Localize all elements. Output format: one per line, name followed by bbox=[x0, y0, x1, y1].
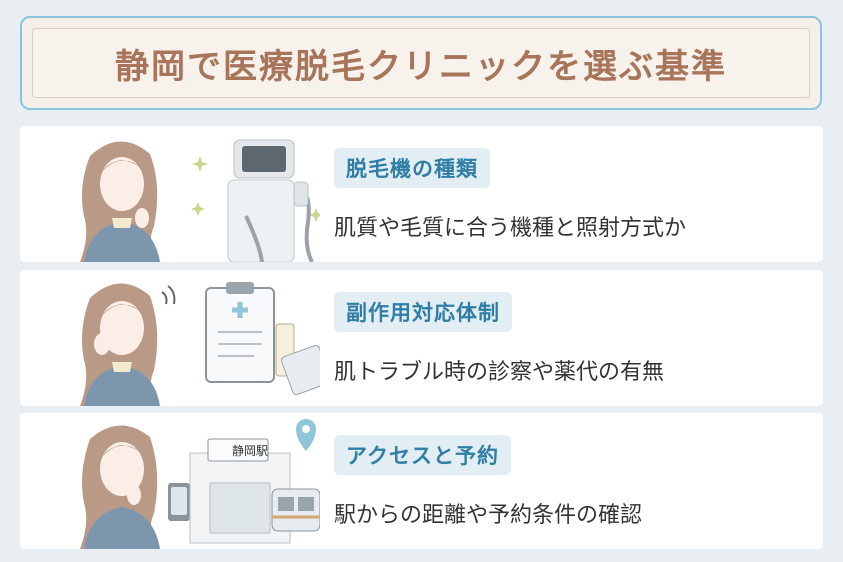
criteria-card-side-effects: 副作用対応体制 肌トラブル時の診察や薬代の有無 bbox=[20, 270, 823, 406]
card-description-machine: 肌質や毛質に合う機種と照射方式か bbox=[334, 216, 687, 241]
title-banner: 静岡で医療脱毛クリニックを選ぶ基準 bbox=[20, 16, 822, 110]
card-description-side-effects: 肌トラブル時の診察や薬代の有無 bbox=[334, 360, 665, 385]
card-description-access: 駅からの距離や予約条件の確認 bbox=[334, 503, 643, 528]
woman-thinking-laser-machine-illustration bbox=[80, 139, 320, 262]
woman-phone-station-illustration bbox=[80, 419, 320, 549]
page-title: 静岡で医療脱毛クリニックを選ぶ基準 bbox=[115, 46, 727, 87]
criteria-card-machine: 脱毛機の種類 肌質や毛質に合う機種と照射方式か bbox=[20, 126, 823, 262]
card-heading-side-effects: 副作用対応体制 bbox=[334, 292, 512, 332]
woman-worried-medical-chart-illustration bbox=[80, 282, 320, 406]
card-heading-access: アクセスと予約 bbox=[334, 435, 511, 475]
title-inner-frame: 静岡で医療脱毛クリニックを選ぶ基準 bbox=[32, 28, 810, 98]
station-sign-text: 静岡駅 bbox=[231, 444, 268, 458]
card-heading-machine: 脱毛機の種類 bbox=[334, 148, 490, 188]
criteria-card-access: 静岡駅 アクセスと予約 駅からの距離や予約条件の確認 bbox=[20, 413, 823, 549]
